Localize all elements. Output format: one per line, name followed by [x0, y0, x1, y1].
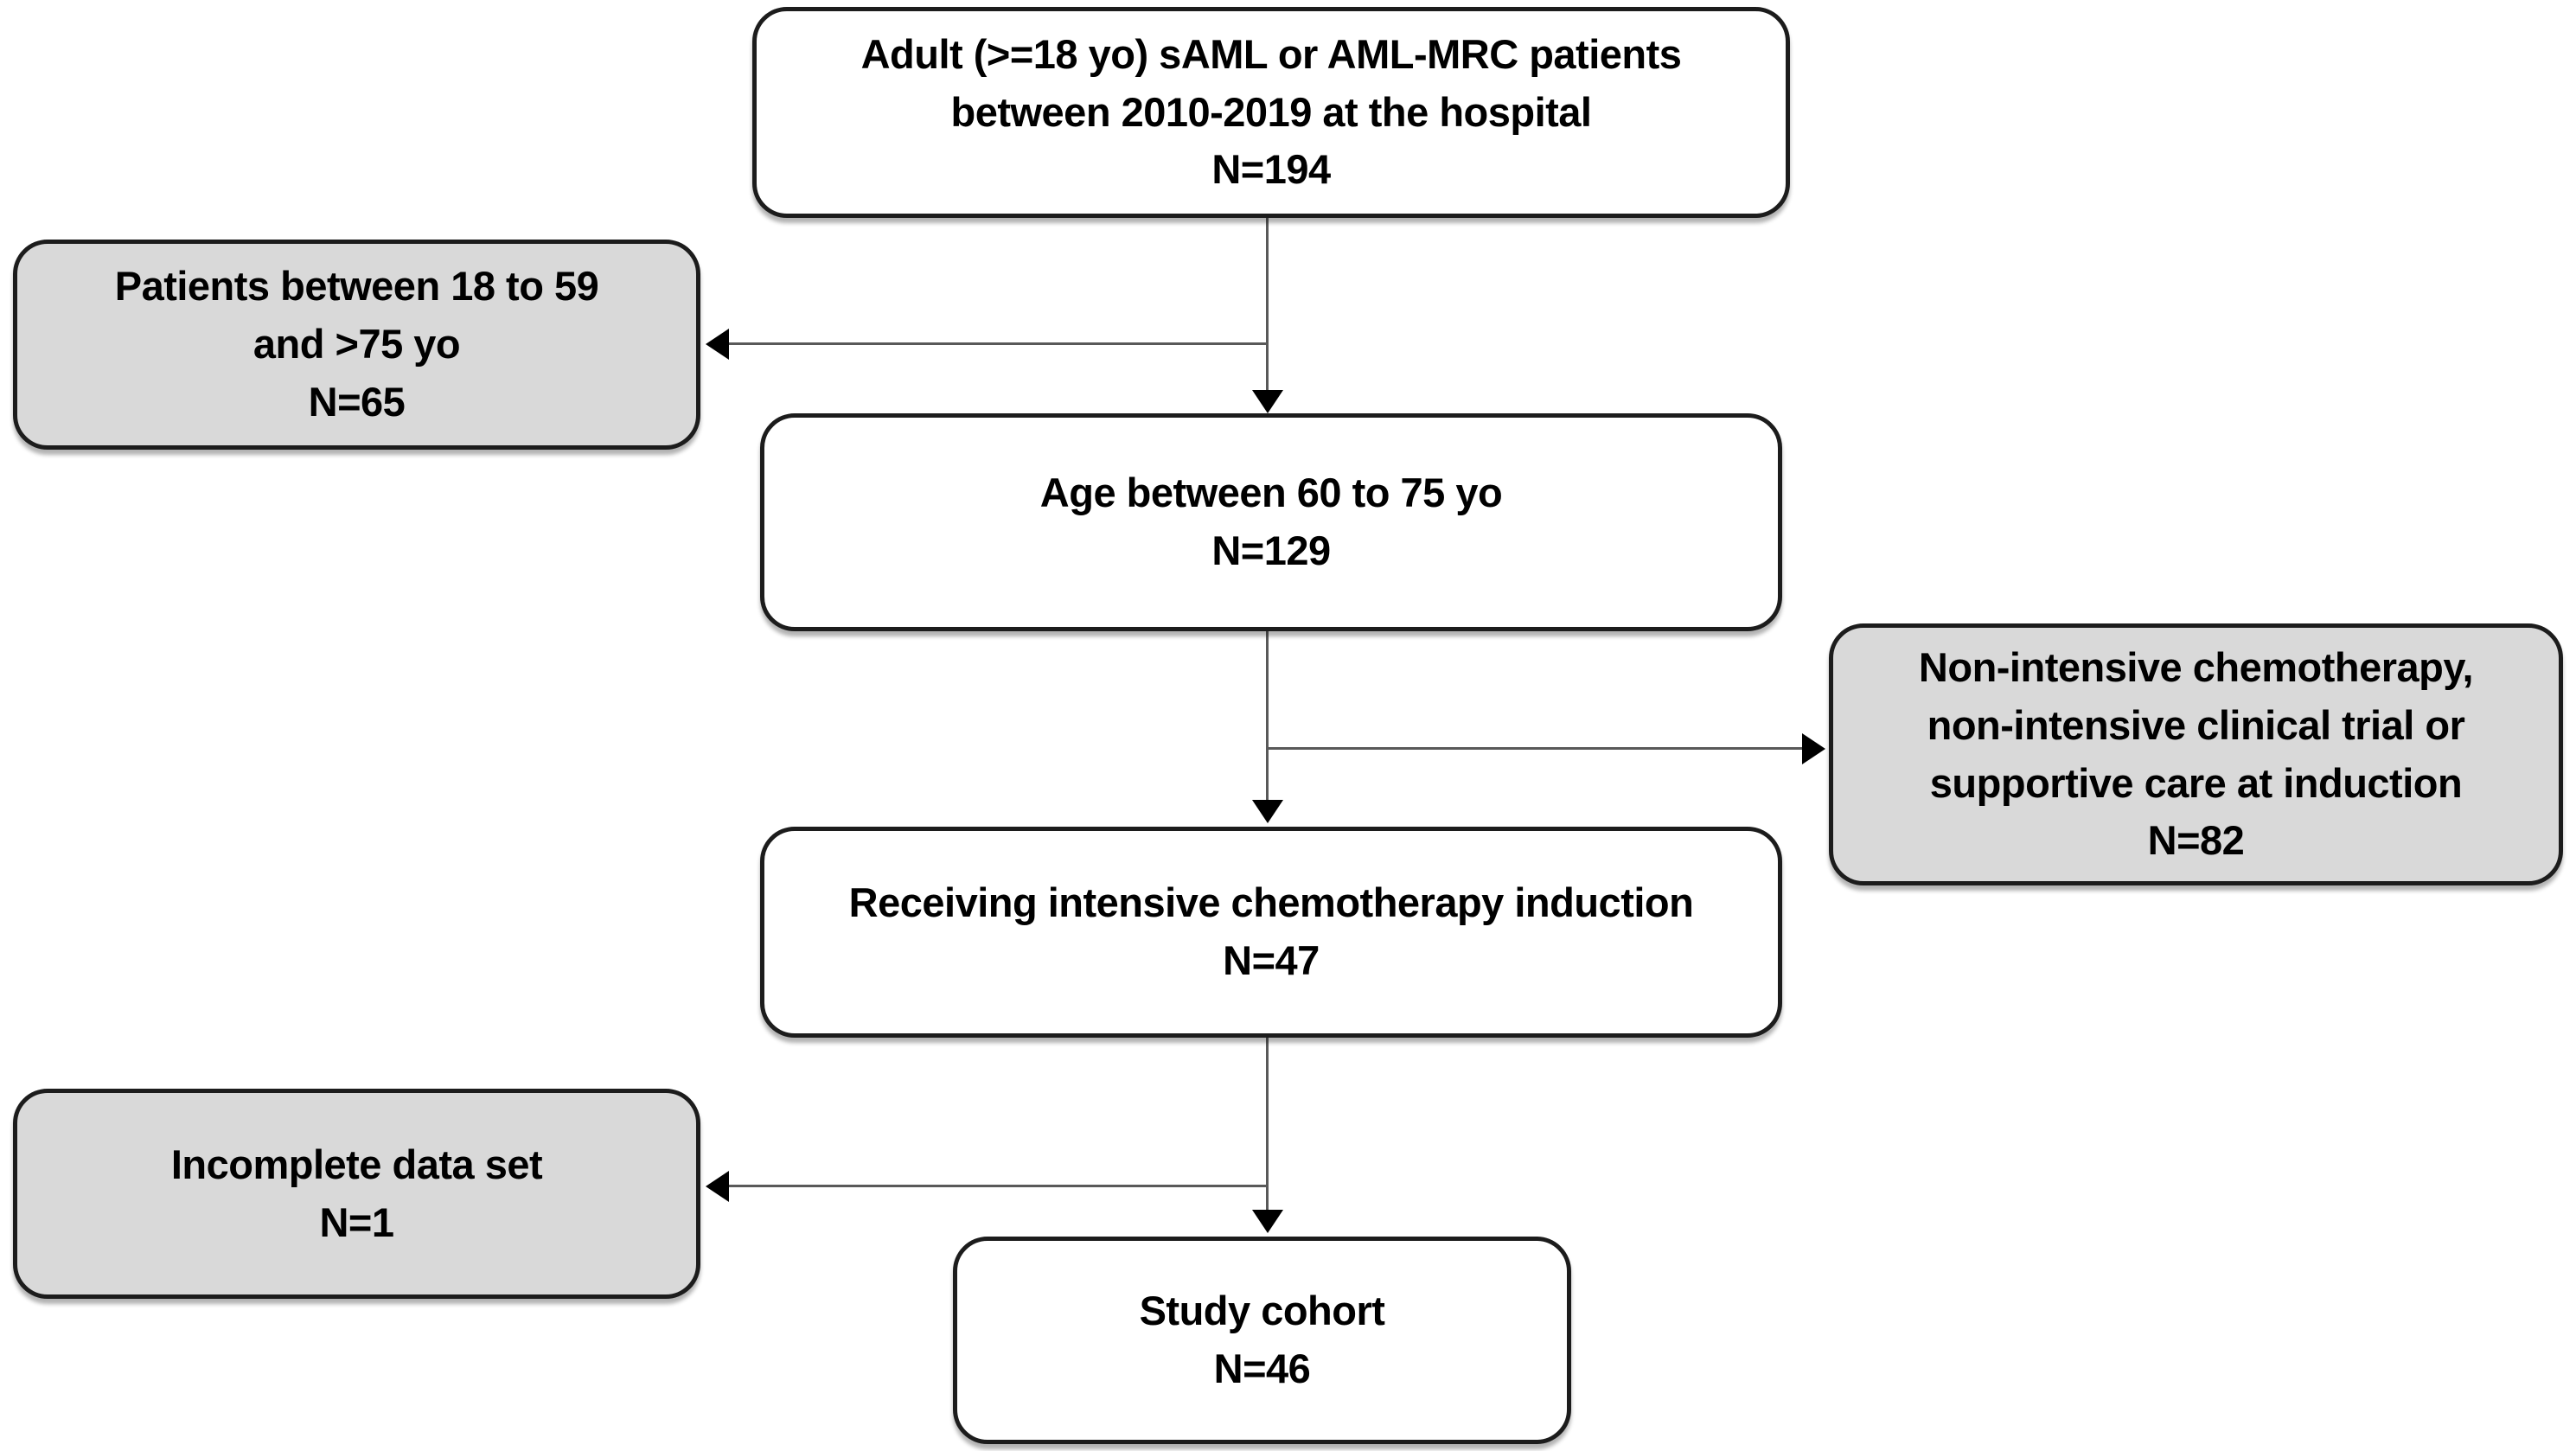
box-count: N=47 [1223, 937, 1320, 983]
box-excluded-incomplete-data: Incomplete data set N=1 [13, 1089, 700, 1299]
box-line: Study cohort [1139, 1288, 1385, 1334]
box-count: N=82 [2147, 817, 2245, 864]
box-line: Adult (>=18 yo) sAML or AML-MRC patients [860, 30, 1682, 77]
connector-line-induction-to-cohort [1266, 1038, 1269, 1212]
arrowhead-down-into-age-box [1252, 390, 1283, 413]
arrowhead-right-into-nonintensive-box [1802, 733, 1825, 764]
connector-line-branch-nonintensive [1268, 747, 1806, 750]
arrowhead-down-into-induction-box [1252, 800, 1283, 823]
box-line: Patients between 18 to 59 [114, 263, 599, 310]
box-count: N=65 [308, 378, 406, 425]
box-line: non-intensive clinical trial or [1927, 701, 2465, 748]
box-count: N=194 [1211, 146, 1331, 193]
box-line: Incomplete data set [170, 1141, 543, 1187]
arrowhead-left-into-excluded-age-box [706, 329, 729, 360]
arrowhead-left-into-incomplete-box [706, 1171, 729, 1202]
box-line: between 2010-2019 at the hospital [950, 88, 1592, 135]
box-study-cohort: Study cohort N=46 [953, 1237, 1571, 1444]
connector-line-screened-to-age [1266, 218, 1269, 394]
box-excluded-age: Patients between 18 to 59 and >75 yo N=6… [13, 240, 700, 450]
connector-line-branch-incomplete [726, 1185, 1268, 1187]
box-count: N=129 [1211, 527, 1331, 573]
box-age-60-75: Age between 60 to 75 yo N=129 [760, 413, 1782, 631]
box-count: N=1 [319, 1199, 394, 1245]
box-screened-patients: Adult (>=18 yo) sAML or AML-MRC patients… [752, 7, 1790, 218]
box-line: Non-intensive chemotherapy, [1918, 644, 2474, 691]
connector-line-branch-excluded-age [726, 342, 1268, 345]
arrowhead-down-into-cohort-box [1252, 1210, 1283, 1233]
box-line: supportive care at induction [1929, 759, 2463, 806]
box-excluded-nonintensive: Non-intensive chemotherapy, non-intensiv… [1829, 623, 2563, 885]
box-intensive-induction: Receiving intensive chemotherapy inducti… [760, 827, 1782, 1038]
box-line: and >75 yo [252, 321, 461, 368]
box-line: Age between 60 to 75 yo [1039, 470, 1503, 516]
box-count: N=46 [1213, 1346, 1311, 1391]
connector-line-age-to-induction [1266, 631, 1269, 802]
box-line: Receiving intensive chemotherapy inducti… [848, 879, 1694, 926]
